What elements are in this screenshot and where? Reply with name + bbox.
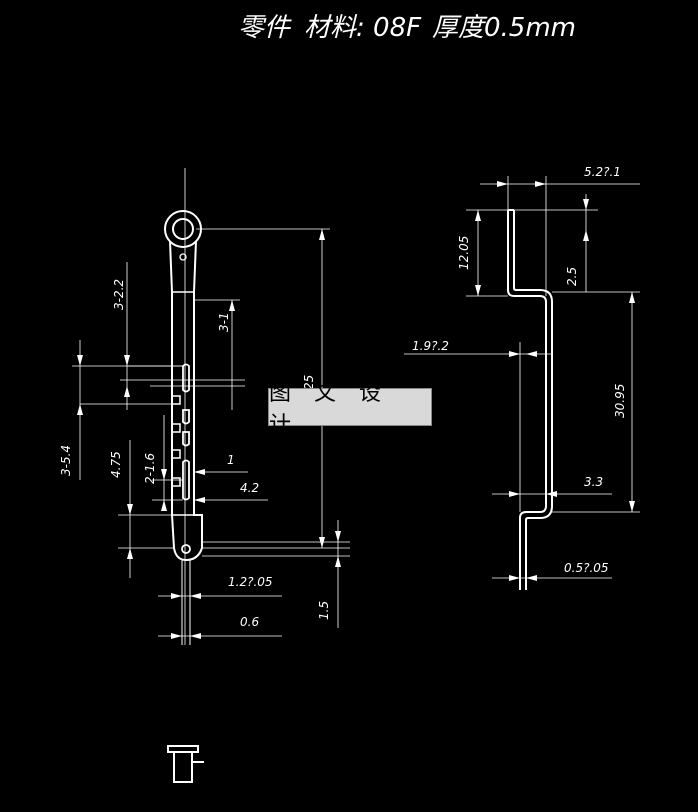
- dim-3-5-4: 3-5.4: [59, 445, 73, 476]
- front-dimension-arrows: [77, 229, 341, 639]
- dim-30-95: 30.95: [613, 384, 627, 418]
- watermark: 图 文 设 计: [268, 381, 432, 438]
- dim-3-1: 3-1: [217, 312, 231, 332]
- watermark-text: 图 文 设 计: [269, 381, 389, 438]
- dim-2-5: 2.5: [565, 267, 579, 286]
- dim-12-05: 12.05: [457, 236, 471, 270]
- dim-5-2: 5.2?.1: [584, 165, 621, 179]
- dim-4-2: 4.2: [240, 481, 259, 495]
- dim-3-3: 3.3: [584, 475, 603, 489]
- dim-1-2: 1.2?.05: [228, 575, 273, 589]
- title-thickness: 厚度0.5mm: [432, 13, 576, 43]
- dim-1: 1: [227, 453, 235, 467]
- side-dimension-lines: [404, 176, 640, 579]
- title-part: 零件: [238, 13, 292, 43]
- bottom-symbol: [167, 745, 204, 783]
- dim-0-5: 0.5?.05: [564, 561, 609, 575]
- side-dimension-arrows: [475, 181, 635, 581]
- dim-1-5: 1.5: [317, 601, 331, 620]
- dim-3-2-2: 3-2.2: [112, 279, 126, 310]
- side-view: [507, 209, 553, 590]
- title-material: 材料: 08F: [304, 13, 422, 43]
- dim-4-75: 4.75: [109, 451, 123, 478]
- dim-25: 25: [302, 375, 316, 390]
- front-view: [164, 168, 203, 645]
- dim-1-9: 1.9?.2: [412, 339, 449, 353]
- dim-2-1-6: 2-1.6: [143, 453, 157, 484]
- dim-0-6: 0.6: [240, 615, 259, 629]
